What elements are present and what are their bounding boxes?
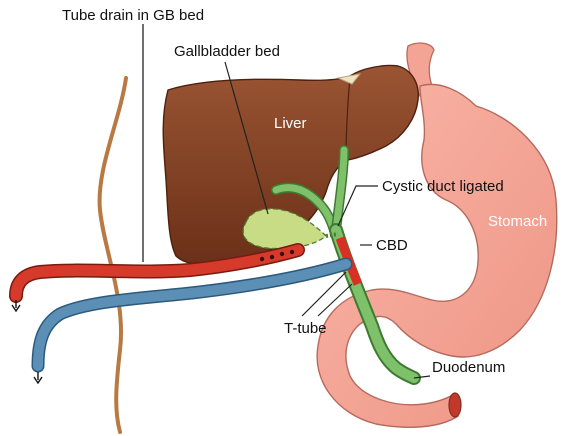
t-tube-fill	[38, 264, 346, 366]
duodenum-opening	[449, 393, 461, 417]
label-cystic-duct: Cystic duct ligated	[382, 178, 504, 195]
body-wall	[100, 78, 126, 432]
label-cbd: CBD	[376, 237, 408, 254]
label-liver: Liver	[274, 115, 307, 132]
label-stomach: Stomach	[488, 213, 547, 230]
label-gallbladder-bed: Gallbladder bed	[174, 43, 280, 60]
label-t-tube: T-tube	[284, 320, 327, 337]
t-tube-arrow	[34, 372, 42, 383]
label-tube-drain: Tube drain in GB bed	[62, 7, 204, 24]
label-duodenum: Duodenum	[432, 359, 505, 376]
